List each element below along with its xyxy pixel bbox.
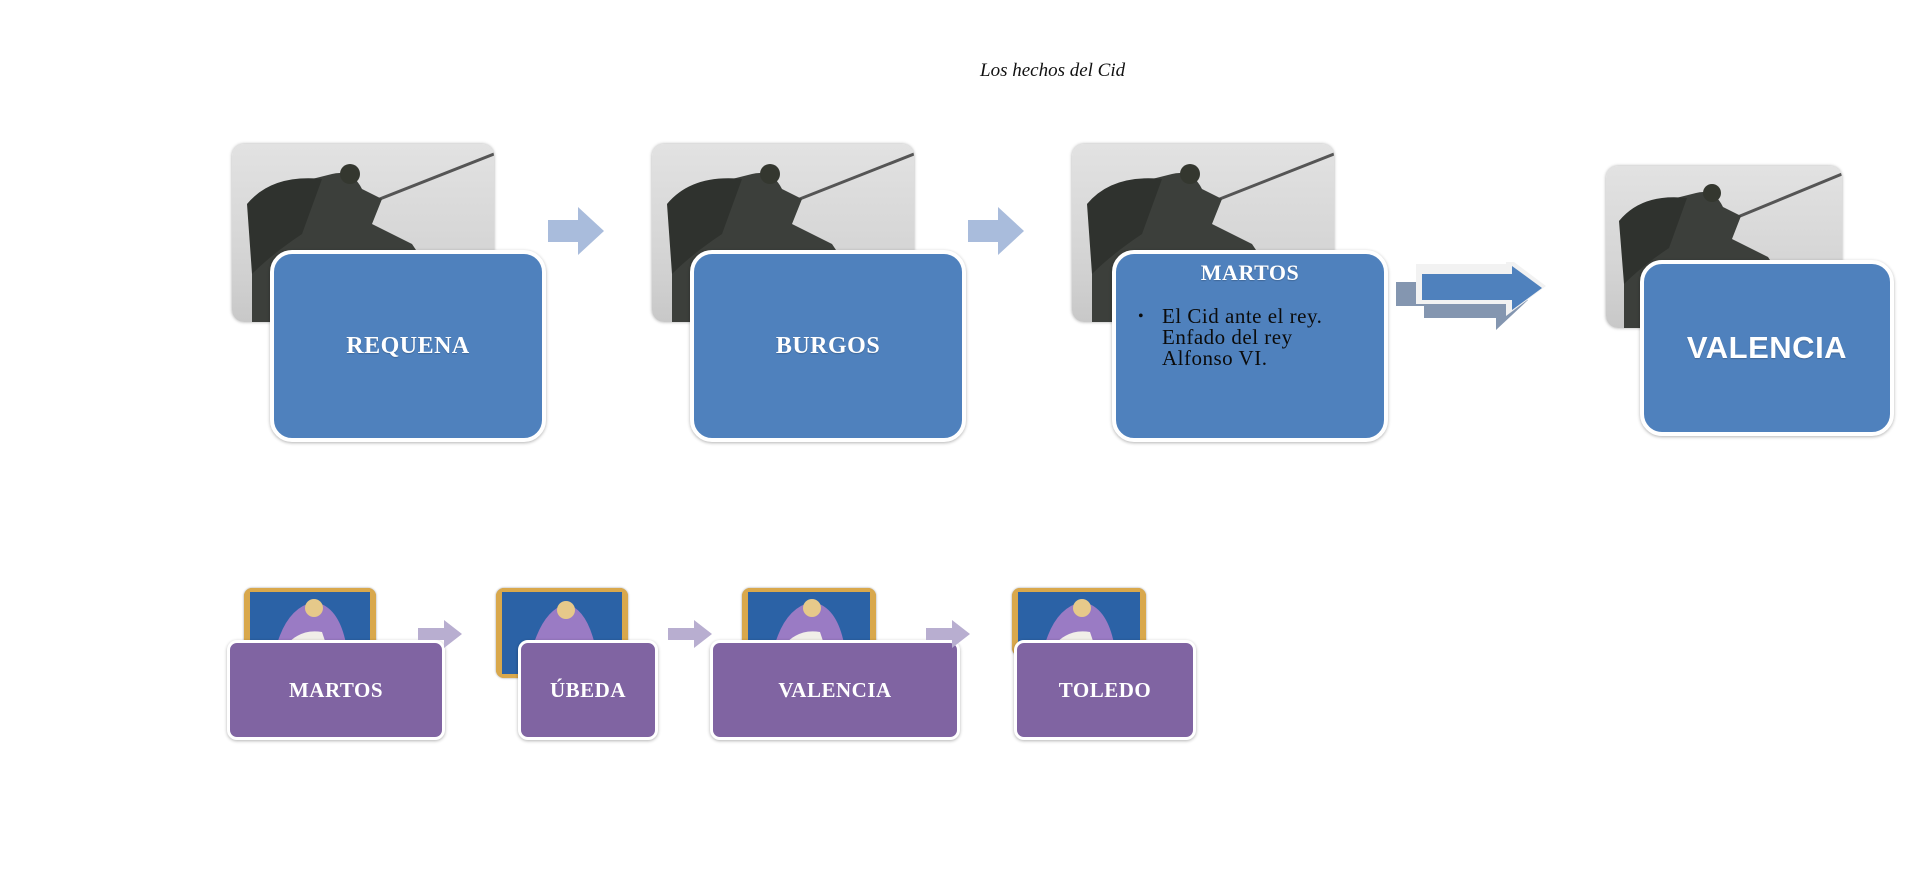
bullet-icon: •: [1138, 308, 1145, 325]
node-valencia-bottom: VALENCIA: [710, 640, 960, 740]
node-martos-detail: MARTOS • El Cid ante el rey. Enfado del r…: [1112, 250, 1388, 442]
node-label: REQUENA: [346, 332, 470, 359]
diagram-title: Los hechos del Cid: [980, 60, 1126, 81]
node-valencia: VALENCIA: [1640, 260, 1894, 436]
arrow-right-icon: [968, 207, 1024, 255]
node-label: VALENCIA: [1686, 330, 1848, 365]
node-burgos: BURGOS: [690, 250, 966, 442]
arrow-right-icon: [418, 620, 462, 648]
bullet-item: • El Cid ante el rey. Enfado del rey Alfo…: [1138, 306, 1384, 369]
node-martos: MARTOS: [227, 640, 445, 740]
node-label: BURGOS: [775, 332, 881, 359]
node-ubeda: ÚBEDA: [518, 640, 658, 740]
node-label: ÚBEDA: [549, 677, 626, 702]
node-label: TOLEDO: [1058, 677, 1152, 702]
node-label: VALENCIA: [778, 677, 892, 702]
arrow-right-icon: [668, 620, 712, 648]
node-label: MARTOS: [288, 677, 384, 702]
node-requena: REQUENA: [270, 250, 546, 442]
arrow-right-icon: [548, 207, 604, 255]
node-toledo: TOLEDO: [1014, 640, 1196, 740]
node-label: MARTOS: [1200, 260, 1300, 285]
arrow-right-icon: [926, 620, 970, 648]
bullet-text: El Cid ante el rey. Enfado del rey Alfon…: [1162, 304, 1323, 370]
bullet-list: • El Cid ante el rey. Enfado del rey Alfo…: [1116, 306, 1384, 369]
double-arrow-icon: [1396, 262, 1556, 346]
